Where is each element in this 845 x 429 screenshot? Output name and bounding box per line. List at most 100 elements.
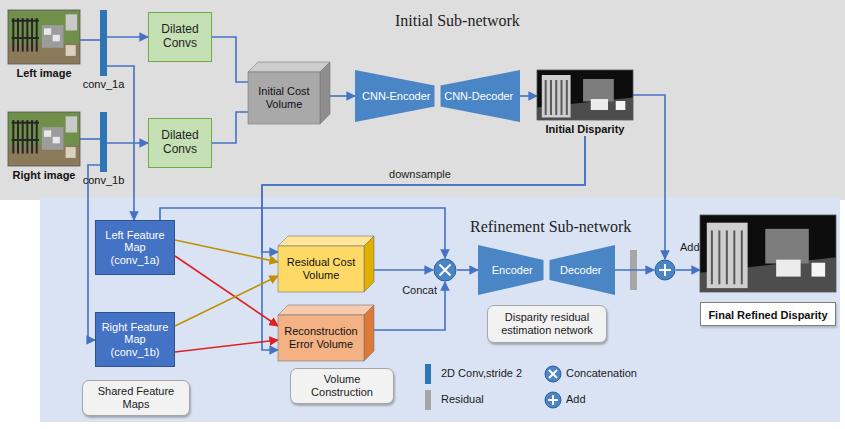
cube-face: Residual Cost Volume: [278, 246, 364, 292]
scene-shape: [36, 120, 38, 153]
band-heading: Refinement Sub-network: [470, 218, 631, 236]
scene-shape: [12, 139, 39, 141]
encoder-decoder: CNN-Encoder CNN-Decoder: [355, 70, 520, 122]
box-label: Dilated Convs: [152, 23, 208, 51]
cube-label: Residual Cost Volume: [280, 256, 362, 281]
legend-text: Concatenation: [566, 367, 637, 379]
connector: [212, 37, 248, 82]
cube-side: [364, 236, 374, 292]
connector: [175, 256, 278, 326]
scene-shape: [542, 75, 571, 118]
decoder-shape: [550, 245, 616, 295]
cube-label: Reconstruction Error Volume: [280, 325, 362, 350]
connector: [330, 95, 355, 97]
cube-top: [278, 305, 374, 315]
image-caption: Left image: [8, 67, 80, 79]
volume-cube: Initial Cost Volume: [248, 62, 330, 124]
connector: [374, 269, 433, 271]
scene-shape: [566, 80, 568, 115]
input-image: Right image: [8, 112, 80, 186]
connector: [676, 269, 700, 271]
cube-front: [278, 315, 364, 361]
volume-cube: Reconstruction Error Volume: [278, 305, 374, 361]
output-image: Final Refined Disparity: [700, 215, 836, 326]
bar-caption: conv_1a: [83, 78, 125, 90]
scene-shape: [776, 260, 800, 277]
bowtie-half: Encoder: [478, 245, 547, 295]
scene-shape: [66, 14, 78, 30]
bowtie-half: CNN-Decoder: [438, 70, 521, 122]
scene-shape: [561, 80, 563, 115]
photo-illustration: [8, 10, 80, 64]
disparity-image: Initial Disparity: [537, 70, 633, 136]
process-box: Dilated Convs: [148, 12, 212, 62]
image-frame: [700, 215, 836, 292]
operator-caption: Concat: [402, 284, 437, 296]
scene-shape: [718, 230, 720, 284]
scene-shape: [555, 80, 557, 115]
connector: [615, 269, 654, 271]
scene-shape: [12, 37, 39, 39]
operator-caption: Add: [680, 241, 700, 253]
scene-shape: [707, 223, 748, 288]
symbol-stroke: [440, 265, 451, 276]
scene-shape: [31, 120, 33, 153]
cube-face: Reconstruction Error Volume: [278, 315, 364, 361]
image-frame: [537, 70, 633, 120]
scene-shape: [42, 25, 64, 48]
scene-shape: [711, 230, 713, 284]
connector: [633, 95, 665, 259]
connector: [107, 36, 148, 38]
scene-shape: [726, 230, 728, 284]
initial-band-ground: [0, 0, 845, 200]
operator-circle: [433, 258, 457, 282]
scene-shape: [22, 120, 24, 153]
box-label: Left Feature Map (conv_1a): [99, 229, 171, 267]
edge-label: downsample: [386, 168, 454, 180]
legend-sample: [544, 365, 562, 383]
scene-shape: [733, 230, 735, 284]
image-caption: Initial Disparity: [537, 123, 633, 135]
operator-circle: [654, 259, 676, 281]
bowtie-half: Decoder: [547, 245, 616, 295]
connector: [175, 240, 278, 262]
scene-shape: [550, 80, 552, 115]
sub-network-band: Refinement Sub-networkLeft Feature Map (…: [40, 197, 840, 422]
photo-illustration: [8, 112, 80, 166]
cube-side: [320, 62, 330, 124]
bowtie-label: Decoder: [560, 264, 602, 276]
scene-shape: [545, 80, 547, 115]
encoder-decoder: Encoder Decoder: [478, 245, 615, 295]
scene-shape: [12, 18, 14, 51]
group-caption: Volume Construction: [290, 368, 394, 403]
encoder-shape: [478, 245, 544, 295]
scene-shape: [12, 20, 39, 22]
scene-shape: [26, 120, 28, 153]
bowtie-label: CNN-Encoder: [362, 90, 430, 102]
image-frame: [8, 10, 80, 64]
symbol-stroke: [664, 264, 666, 276]
refinement-band-ground: [40, 197, 840, 422]
box-label: Volume Construction: [294, 373, 390, 398]
disparity-image: [700, 215, 836, 292]
scene-shape: [17, 18, 19, 51]
symbol-stroke: [552, 395, 554, 405]
connector: [80, 39, 100, 41]
connector: [212, 112, 248, 143]
cube-front: [248, 72, 320, 124]
connector: [107, 142, 148, 144]
connector: [520, 95, 537, 97]
scene-shape: [36, 18, 38, 51]
bar-caption: conv_1b: [83, 174, 125, 186]
scene-shape: [26, 18, 28, 51]
conv-bar: conv_1a: [100, 10, 107, 76]
encoder-shape: [355, 70, 435, 122]
image-frame: [8, 112, 80, 166]
cube-front: [278, 246, 364, 292]
legend-sample: [544, 391, 562, 409]
conv-bar: conv_1b: [100, 112, 107, 172]
legend-text: Residual: [441, 393, 484, 405]
scene-shape: [66, 45, 76, 56]
scene-shape: [537, 70, 633, 120]
